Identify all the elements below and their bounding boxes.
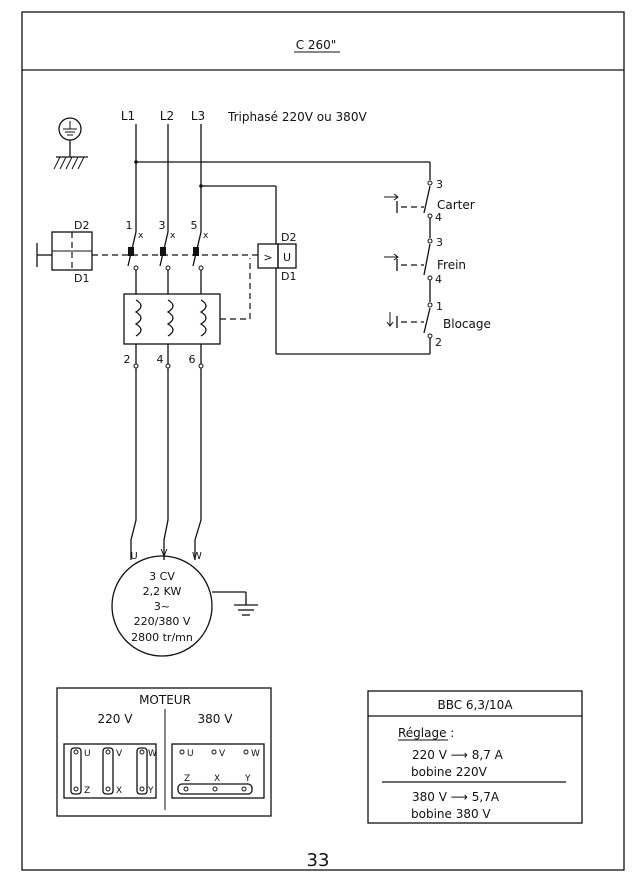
svg-text:U: U <box>84 749 91 759</box>
svg-text:W: W <box>251 749 260 759</box>
svg-text:W: W <box>148 749 157 759</box>
label-l3: L3 <box>191 109 205 123</box>
svg-text:4: 4 <box>435 211 442 224</box>
svg-text:1: 1 <box>436 300 443 313</box>
svg-text:2800 tr/mn: 2800 tr/mn <box>131 631 193 644</box>
safety-switch-blocage: 1 2 Blocage <box>386 300 491 349</box>
relay-380-coil: bobine 380 V <box>411 807 491 821</box>
svg-text:Z: Z <box>84 786 90 796</box>
switch-label-carter: Carter <box>437 198 475 212</box>
pushbutton-station: D2 D1 <box>36 219 258 285</box>
relay-380-current: 380 V ⟶ 5,7A <box>412 790 500 804</box>
relay-220-current: 220 V ⟶ 8,7 A <box>412 748 504 762</box>
relay-220-coil: bobine 220V <box>411 765 488 779</box>
relay-reglage: Réglage : <box>398 726 454 740</box>
page-title: C 260" <box>296 38 337 52</box>
relay-title: BBC 6,3/10A <box>437 698 513 712</box>
svg-text:3~: 3~ <box>154 600 170 613</box>
svg-text:x: x <box>138 231 144 241</box>
contactor-contacts: 1 3 5 x x x <box>126 219 209 294</box>
moteur-col-220: 220 V <box>98 712 134 726</box>
terminal-5: 5 <box>191 219 198 232</box>
relay-settings-box: BBC 6,3/10A Réglage : 220 V ⟶ 8,7 A bobi… <box>367 690 583 824</box>
coil-label-d2: D2 <box>281 231 296 244</box>
moteur-connection-box: MOTEUR 220 V 380 V U V W Z X Y U V W Z X… <box>56 687 272 817</box>
left-label-d1: D1 <box>74 272 89 285</box>
svg-text:3 CV: 3 CV <box>149 570 175 583</box>
page-number: 33 <box>307 850 330 871</box>
svg-text:x: x <box>170 231 176 241</box>
left-label-d2: D2 <box>74 219 89 232</box>
svg-text:220/380 V: 220/380 V <box>134 615 191 628</box>
terminal-2: 2 <box>124 353 131 366</box>
motor-terminal-w: W <box>192 551 202 562</box>
svg-text:V: V <box>116 749 123 759</box>
svg-text:X: X <box>116 786 122 796</box>
switch-label-frein: Frein <box>437 258 466 272</box>
svg-text:x: x <box>203 231 209 241</box>
svg-text:U: U <box>187 749 194 759</box>
svg-text:>: > <box>263 251 272 264</box>
supply-wires <box>134 124 431 355</box>
coil-label-d1: D1 <box>281 270 296 283</box>
safety-switch-frein: 3 4 Frein <box>384 236 466 302</box>
svg-text:2: 2 <box>435 336 442 349</box>
terminal-1: 1 <box>126 219 133 232</box>
svg-text:2,2 KW: 2,2 KW <box>143 585 182 598</box>
terminal-3: 3 <box>159 219 166 232</box>
svg-text:3: 3 <box>436 236 443 249</box>
svg-text:Z: Z <box>184 774 190 784</box>
page-frame <box>21 11 625 871</box>
supply-label: Triphasé 220V ou 380V <box>227 110 367 124</box>
contactor-coil: > U D2 D1 <box>257 231 297 283</box>
moteur-title: MOTEUR <box>139 693 191 707</box>
safety-switch-carter: 3 4 Carter <box>384 178 475 238</box>
earth-icon <box>53 117 88 170</box>
motor-feed-wires <box>130 368 202 560</box>
svg-text:3: 3 <box>436 178 443 191</box>
moteur-col-380: 380 V <box>198 712 234 726</box>
svg-text:4: 4 <box>435 273 442 286</box>
svg-text:X: X <box>214 774 220 784</box>
thermal-relay: 2 4 6 <box>123 258 251 369</box>
svg-text:V: V <box>219 749 226 759</box>
terminal-4: 4 <box>157 353 164 366</box>
motor: U V W 3 CV 2,2 KW 3~ 220/380 V 2800 tr/m… <box>111 548 258 657</box>
svg-text:Y: Y <box>147 786 154 796</box>
svg-text:Y: Y <box>244 774 251 784</box>
motor-terminal-u: U <box>130 551 137 562</box>
switch-label-blocage: Blocage <box>443 317 491 331</box>
motor-terminal-v: V <box>161 548 168 559</box>
coil-label: U <box>283 251 291 264</box>
label-l1: L1 <box>121 109 135 123</box>
terminal-6: 6 <box>189 353 196 366</box>
label-l2: L2 <box>160 109 174 123</box>
